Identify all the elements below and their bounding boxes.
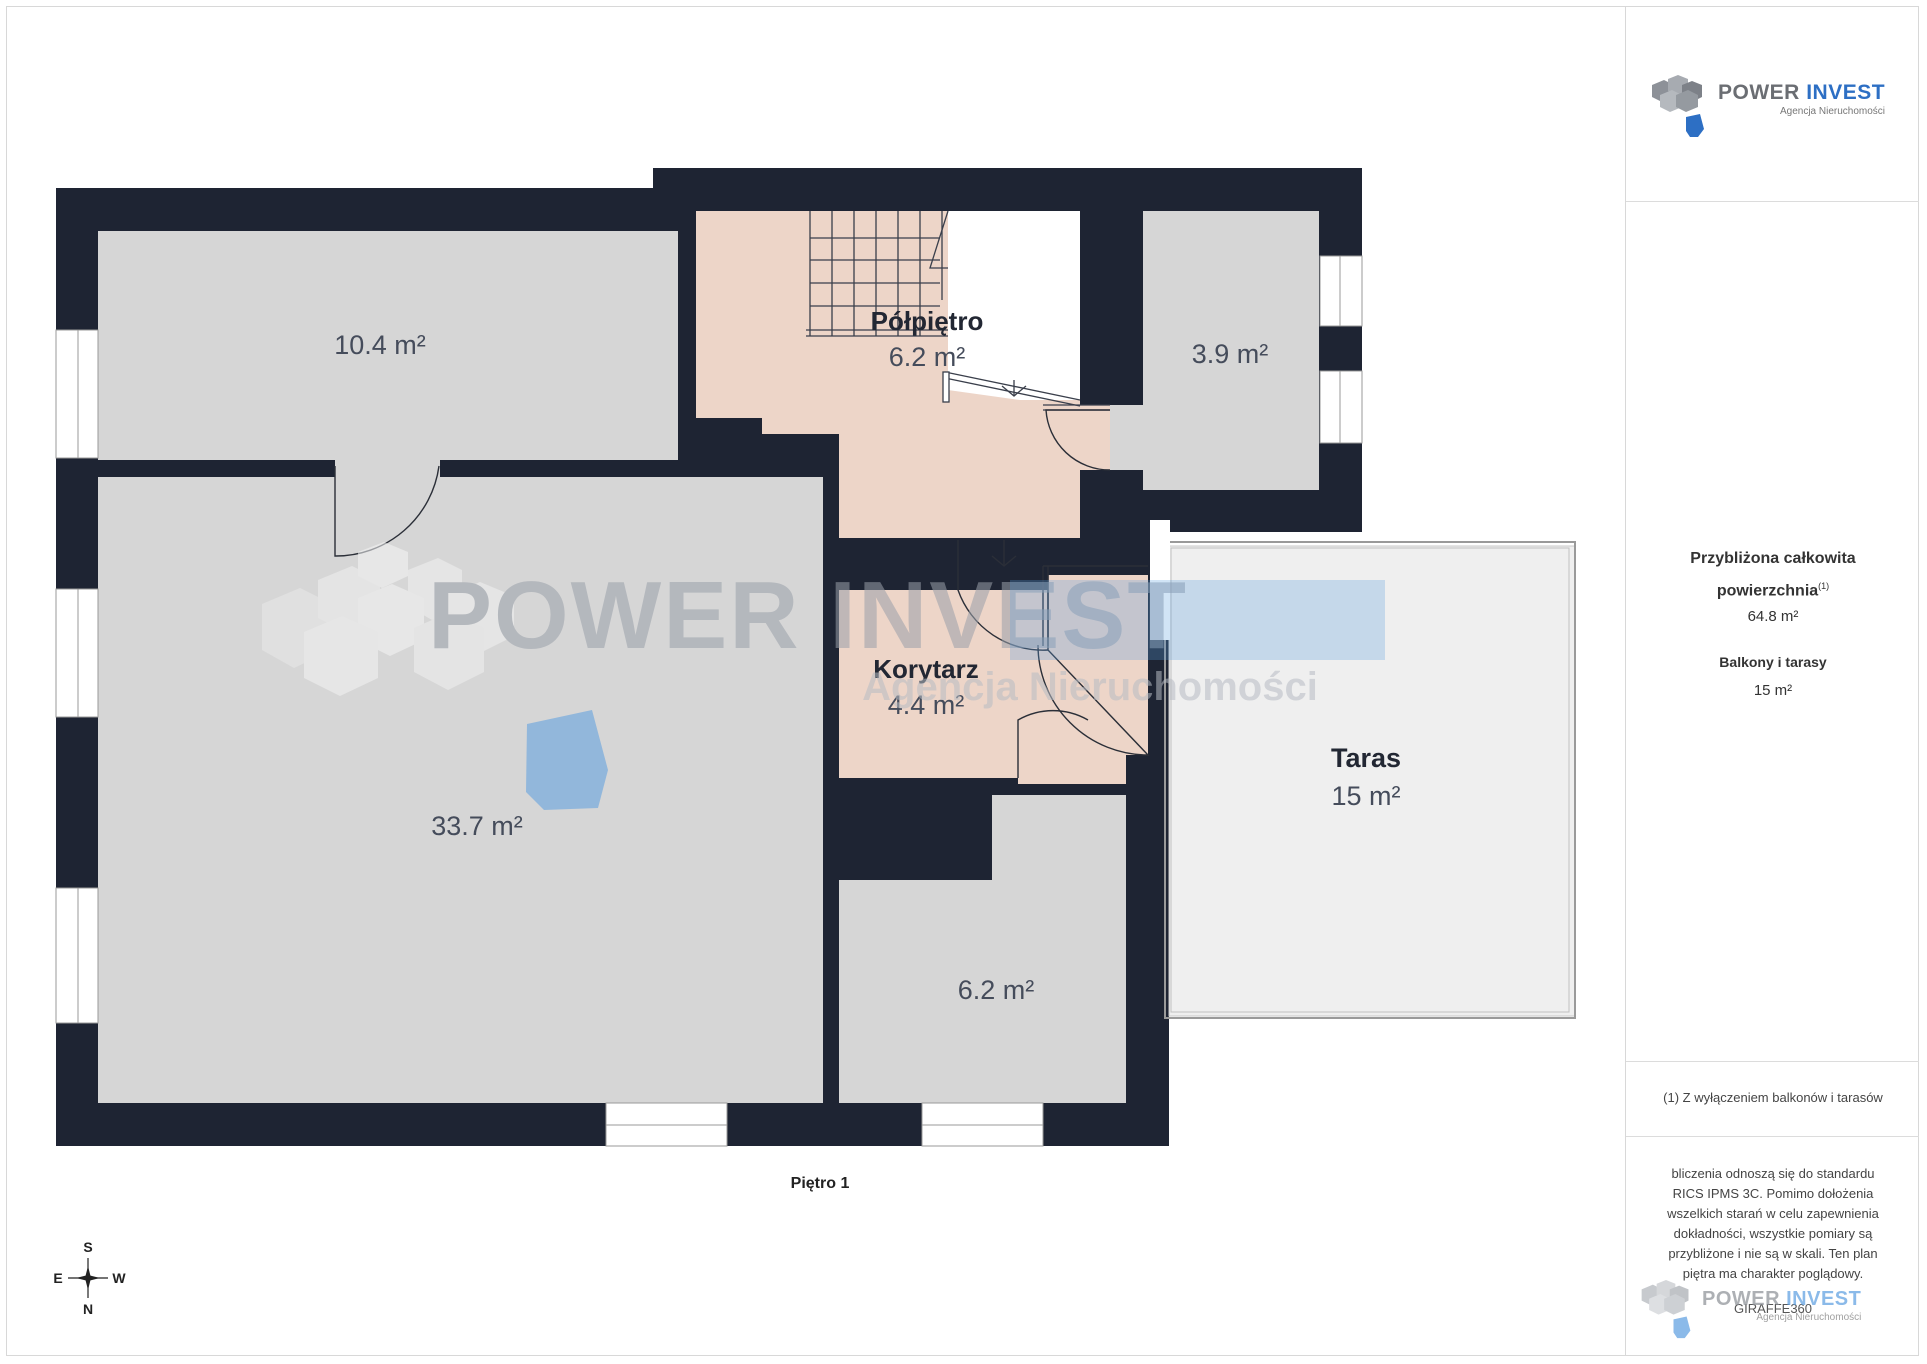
watermark: POWER INVEST Agencja Nieruchomości <box>262 542 1318 810</box>
floor-plan: 10.4 m² Półpiętro 6.2 m² 3.9 m² 33.7 m² … <box>53 168 1576 1317</box>
compass-e: E <box>53 1270 62 1286</box>
summary-footnote-ref: (1) <box>1818 581 1830 591</box>
room-bottom-floor <box>839 880 1126 1103</box>
sidebar-divider <box>1626 1136 1919 1137</box>
summary-title-word: powierzchnia <box>1716 582 1819 600</box>
taras-area: 15 m² <box>1331 781 1400 811</box>
terrace-rail <box>1164 541 1576 1019</box>
polpietro-area: 6.2 m² <box>889 342 966 372</box>
doors <box>334 409 1150 778</box>
summary-title-line1: Przybliżona całkowita <box>1690 550 1856 567</box>
logo-cubes-icon <box>1641 1279 1691 1339</box>
balconies-label: Balkony i tarasy <box>1719 654 1827 670</box>
floor-label: Piętro 1 <box>790 1175 850 1192</box>
credit: GIRAFFE360 <box>1733 1301 1813 1316</box>
disclaimer: bliczenia odnoszą się do standardu RICS … <box>1667 1166 1879 1281</box>
brand-name-part1: POWER <box>1718 81 1800 104</box>
korytarz-area: 4.4 m² <box>888 690 965 720</box>
brand-logo-watermark: POWER INVEST Agencja Nieruchomości <box>1636 1276 1861 1342</box>
watermark-tagline: Agencja Nieruchomości <box>862 665 1318 709</box>
windows <box>55 255 1363 1147</box>
watermark-cubes-icon <box>262 542 608 810</box>
logo-cubes-icon <box>1652 75 1704 137</box>
page-frame <box>6 6 1919 1356</box>
room-top-left-area: 10.4 m² <box>334 330 426 360</box>
polpietro-name: Półpiętro <box>871 306 984 336</box>
compass-w: W <box>112 1270 126 1286</box>
taras-name: Taras <box>1331 743 1401 773</box>
room-top-right-floor <box>1143 211 1319 490</box>
brand-name-part2: INVEST <box>1786 1288 1862 1310</box>
room-bottom-area: 6.2 m² <box>958 975 1035 1005</box>
brand-name-part1: POWER <box>1702 1288 1781 1310</box>
terrace-floor <box>1168 545 1576 1017</box>
brand-tagline: Agencja Nieruchomości <box>1756 1312 1862 1323</box>
stair-well <box>948 211 1080 400</box>
room-top-right-area: 3.9 m² <box>1192 339 1269 369</box>
sidebar: POWER INVEST Agencja Nieruchomości Przyb… <box>1625 6 1919 1356</box>
brand-logo: POWER INVEST Agencja Nieruchomości <box>1646 71 1885 141</box>
room-large-area: 33.7 m² <box>431 811 523 841</box>
summary-title-line2: powierzchnia(1) <box>1626 573 1920 604</box>
brand-tagline: Agencja Nieruchomości <box>1779 106 1886 117</box>
balconies-area: 15 m² <box>1753 682 1793 699</box>
brand-name-part2: INVEST <box>1806 81 1886 104</box>
total-area: 64.8 m² <box>1747 608 1799 625</box>
korytarz-name: Korytarz <box>873 654 978 684</box>
room-top-left-floor <box>98 231 678 460</box>
footnote: (1) Z wyłączeniem balkonów i tarasów <box>1663 1090 1883 1105</box>
watermark-name: POWER INVEST <box>428 562 1188 669</box>
sidebar-divider <box>1626 1061 1919 1062</box>
compass-s: S <box>83 1239 92 1255</box>
sidebar-divider <box>1626 201 1919 202</box>
compass-n: N <box>83 1301 93 1317</box>
compass-icon <box>68 1258 108 1298</box>
